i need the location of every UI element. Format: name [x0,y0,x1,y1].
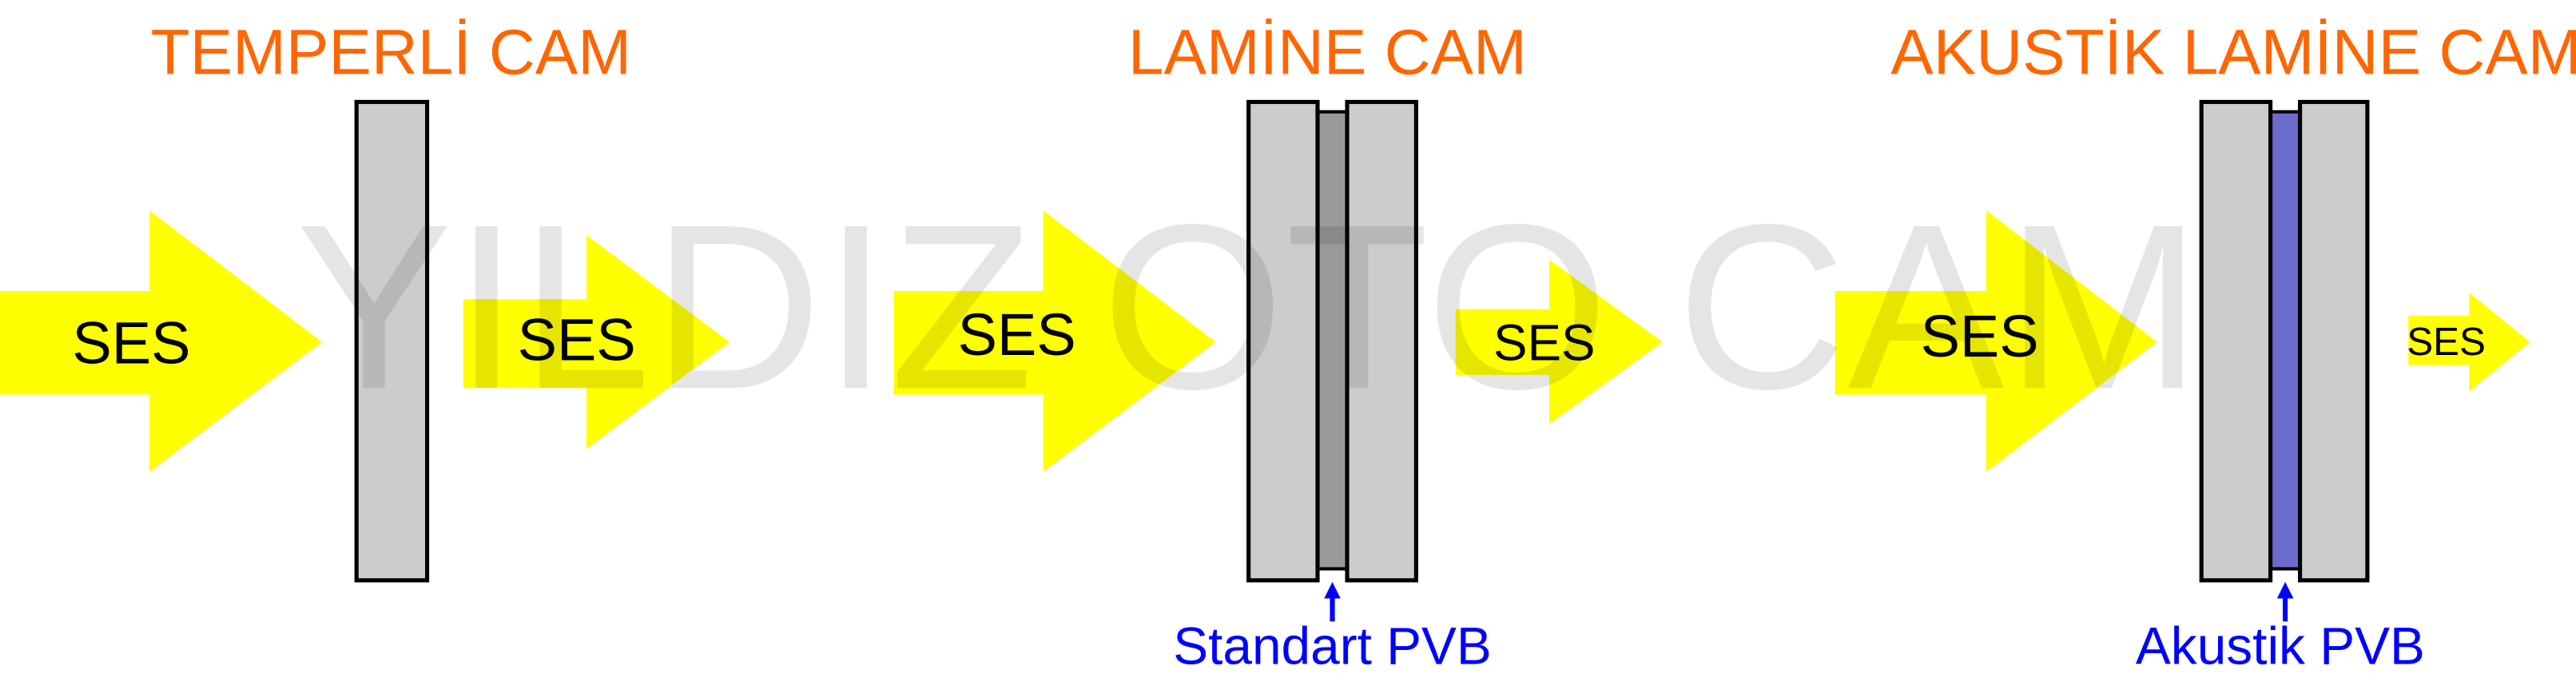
sound-arrow-outgoing-1 [463,235,729,449]
tempered-glass-pane [354,99,430,583]
sound-arrow-incoming-2 [893,210,1216,473]
acoustic-pvb-interlayer [2268,110,2302,571]
sound-arrow-outgoing-3 [2408,293,2530,392]
sound-label: SES [72,309,190,376]
standard-pvb-label: Standart PVB [1173,616,1492,676]
sound-arrow-incoming-3 [1835,210,2157,473]
sound-arrow-outgoing-2 [1455,259,1663,425]
title-laminated-glass: LAMİNE CAM [1128,16,1527,88]
acoustic-glass-outer-pane [2199,99,2273,583]
title-acoustic-laminated-glass: AKUSTİK LAMİNE CAM [1890,16,2576,88]
arrow-up-icon [2276,581,2294,622]
acoustic-glass-inner-pane [2298,99,2370,583]
sound-label: SES [1921,303,2039,369]
title-tempered-glass: TEMPERLİ CAM [151,16,631,88]
laminated-glass-outer-pane [1246,99,1320,583]
sound-label: SES [2407,320,2486,364]
acoustic-pvb-label: Akustik PVB [2136,616,2425,676]
watermark: YILDIZ OTO CAM [296,176,2201,438]
arrow-up-icon [1324,581,1341,622]
laminated-glass-inner-pane [1345,99,1418,583]
sound-label: SES [1493,313,1596,371]
sound-arrow-incoming-1 [0,210,322,473]
sound-label: SES [518,306,636,373]
sound-label: SES [958,301,1076,368]
